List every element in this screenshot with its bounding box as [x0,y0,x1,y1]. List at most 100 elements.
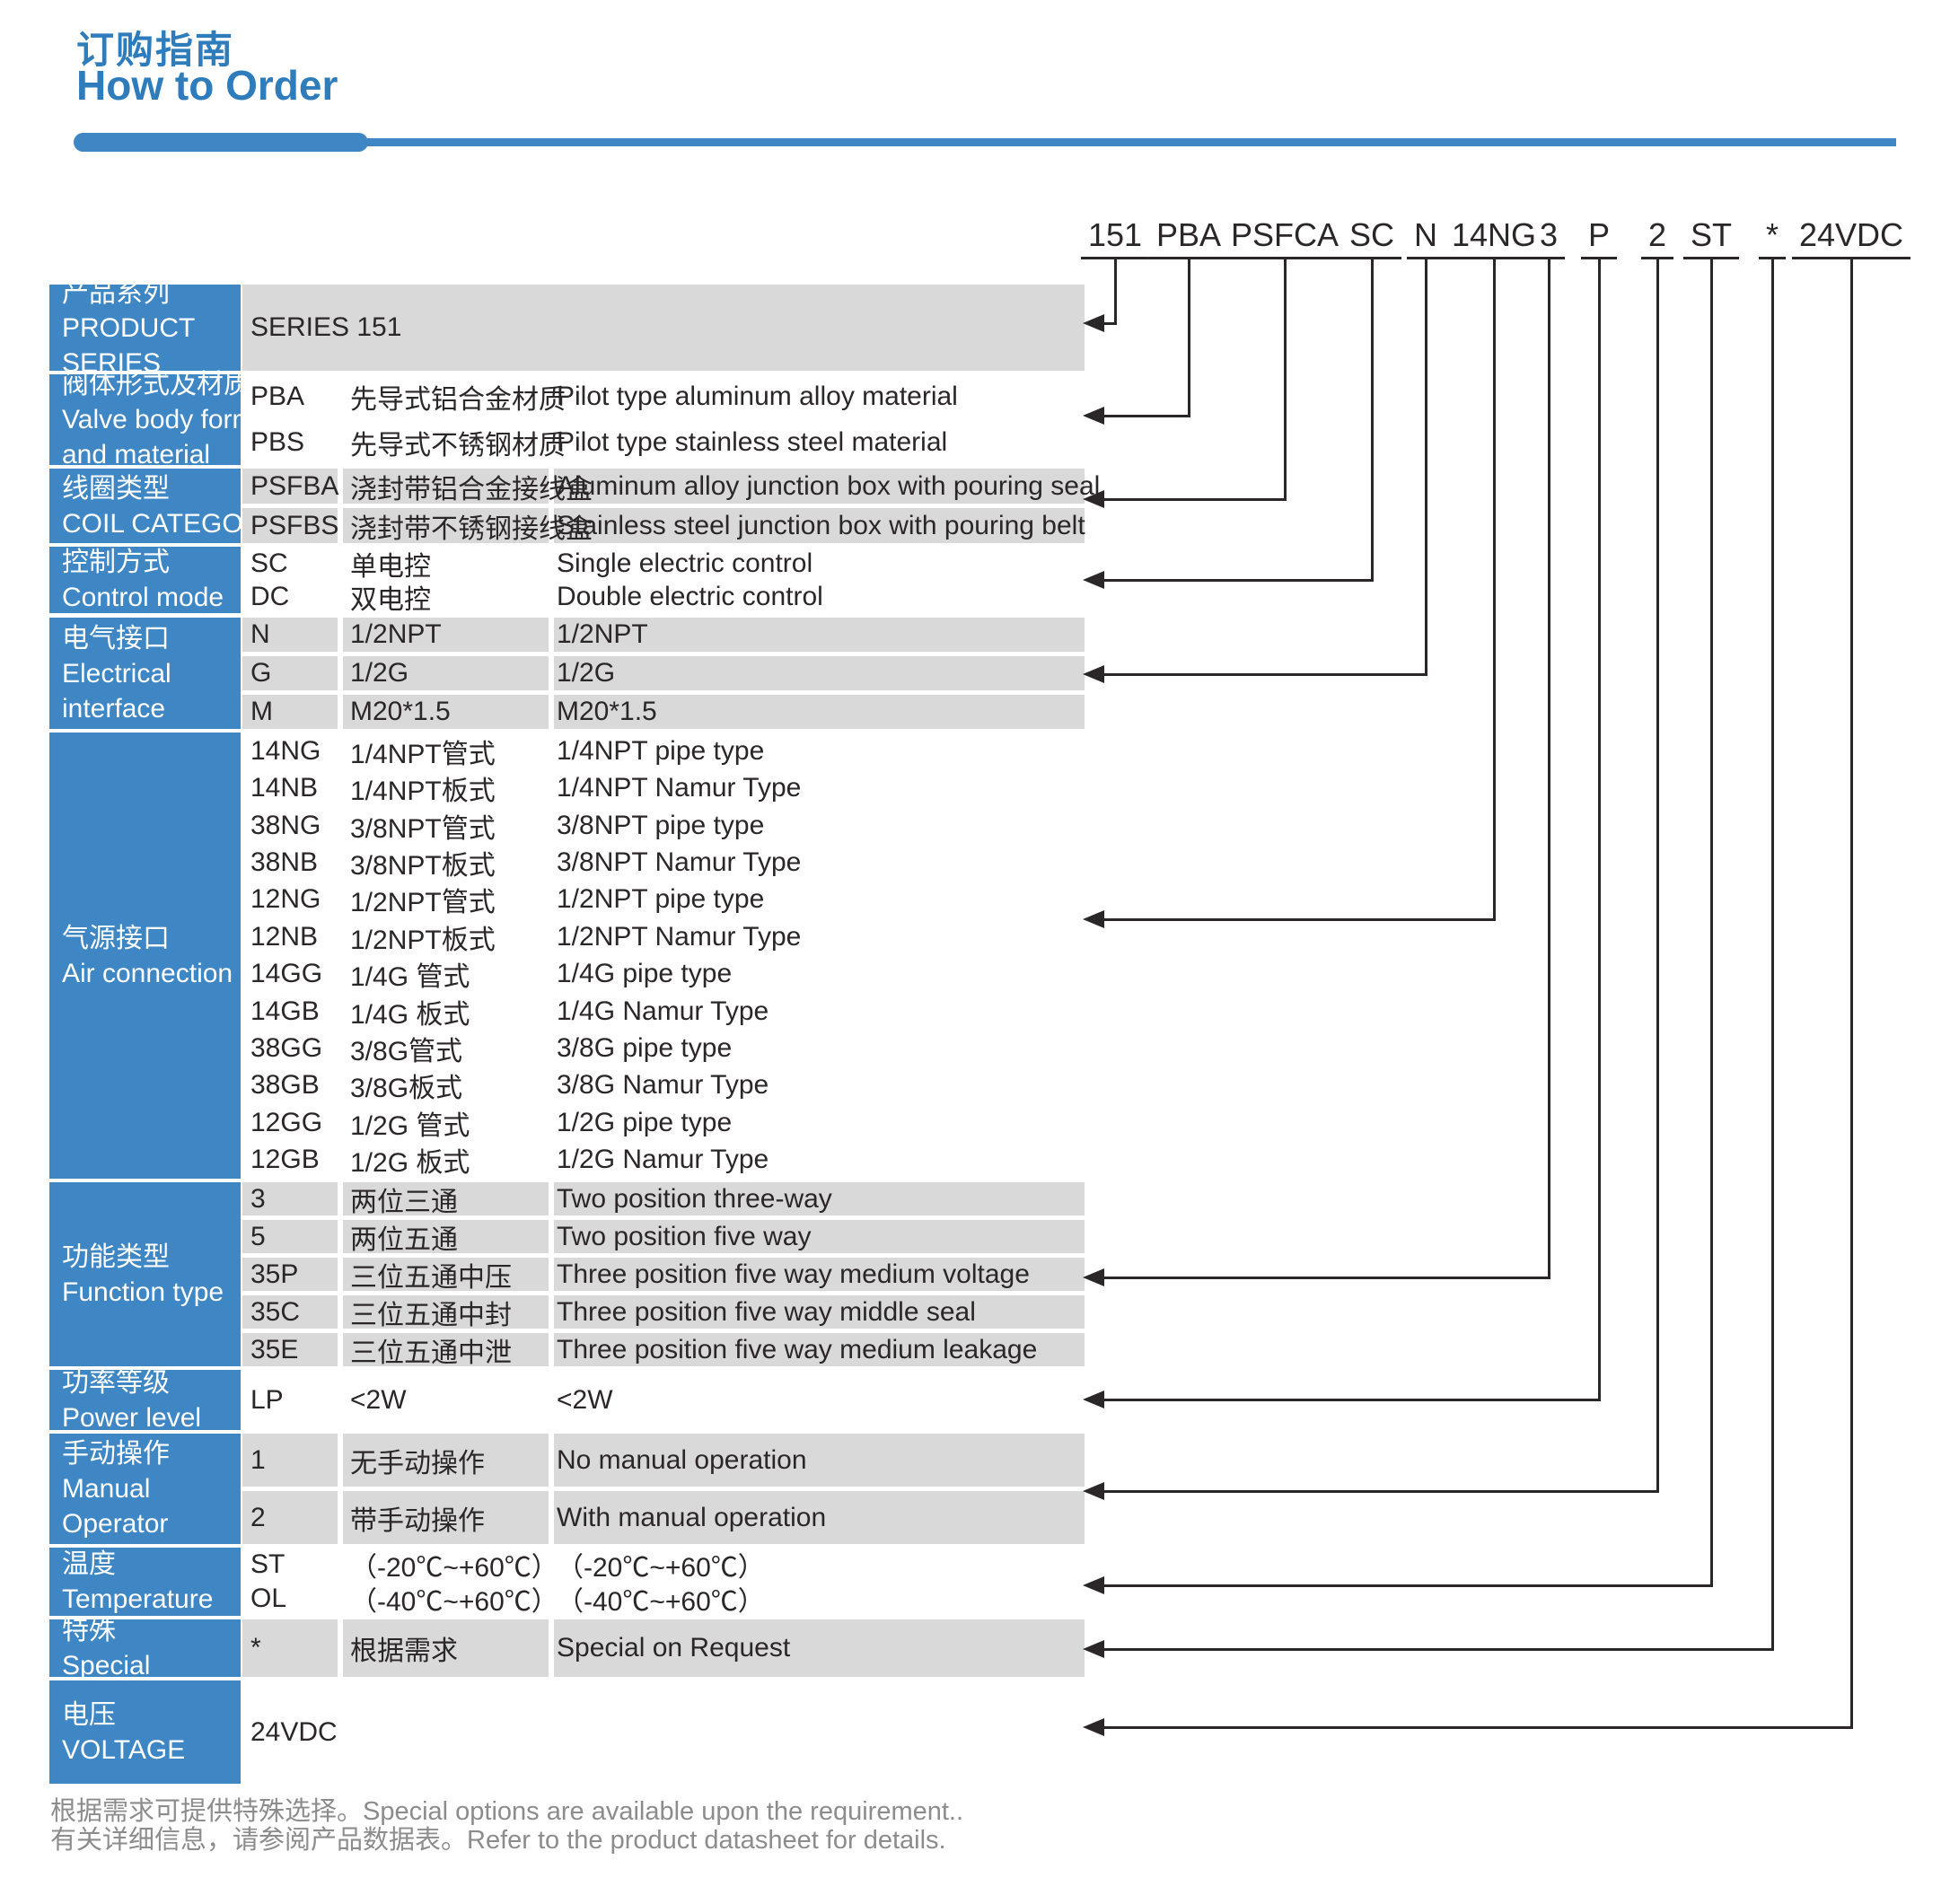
row-code: 12GB [250,1145,320,1175]
row-desc-en: 1/2NPT pipe type [557,884,765,915]
section-label-line: Air connection [62,958,233,988]
leader-line-horizontal [1101,1398,1599,1401]
row-bg [343,618,549,652]
row-desc-zh: 带手动操作 [350,1505,485,1536]
leader-line-vertical [1187,259,1190,417]
leader-line-vertical [1370,259,1374,582]
section-label-line: 温度 [62,1549,116,1579]
row-desc-zh: 1/2G 管式 [350,1110,470,1141]
header-underline-thin [357,138,1896,146]
leader-line-vertical [1283,259,1287,501]
row-code: 24VDC [250,1716,338,1747]
row-desc-en: Single electric control [557,548,813,578]
row-desc-zh: 浇封带铝合金接线盒 [350,474,593,505]
row-code: 12NG [250,884,321,915]
row-desc-zh: 3/8G板式 [350,1074,463,1104]
row-desc-zh: 3/8G管式 [350,1037,463,1067]
row-code: 14NB [250,773,319,803]
row-desc-zh: 1/2G 板式 [350,1148,470,1179]
row-desc-en: （-20℃~+60℃） [557,1553,765,1583]
row-bg [343,1220,549,1253]
order-code-part-manual_operator: 2 [1640,215,1674,259]
row-bg [242,656,338,690]
row-code: 35E [250,1334,299,1364]
row-desc-en: 1/4G Namur Type [557,996,769,1026]
row-bg [554,508,1085,543]
row-desc-en: Special on Request [557,1633,791,1663]
row-desc-en: Double electric control [557,581,823,611]
leader-line-vertical [1770,259,1774,1651]
section-label-line: 电气接口 [62,623,170,654]
row-desc-zh: （-40℃~+60℃） [350,1587,558,1617]
row-bg [242,618,338,652]
section-label-line: 功能类型 [62,1242,170,1272]
leader-arrow-icon [1083,1640,1104,1658]
row-bg [554,1333,1085,1366]
row-bg [343,1619,549,1677]
row-code: 38NB [250,847,319,877]
leader-arrow-icon [1083,490,1104,508]
row-desc-en: 3/8G pipe type [557,1033,733,1064]
leader-line-horizontal [1101,578,1372,582]
section-label-line: 功率等级 [62,1367,170,1398]
row-desc-en: 1/4NPT pipe type [557,735,765,766]
leader-line-vertical [1424,259,1427,676]
section-label-line: interface [62,693,166,724]
row-bg [554,695,1085,729]
row-code: 1 [250,1444,266,1475]
leader-arrow-icon [1083,1268,1104,1286]
row-code: PSFBS [250,510,339,540]
row-desc-zh: 无手动操作 [350,1448,485,1478]
row-desc-zh: M20*1.5 [350,697,451,726]
row-desc-zh: 3/8NPT管式 [350,813,496,844]
row-desc-zh: 1/2NPT管式 [350,888,496,918]
section-label-line: Special [62,1651,151,1680]
row-bg [554,1220,1085,1253]
row-desc-zh: 3/8NPT板式 [350,850,496,881]
leader-line-vertical [1113,259,1117,325]
row-desc-zh: （-20℃~+60℃） [350,1553,558,1583]
row-bg [554,656,1085,690]
row-bg [343,1295,549,1329]
row-bg [343,1491,549,1544]
row-desc-en: 1/2G Namur Type [557,1145,769,1175]
row-desc-zh: 双电控 [350,584,431,615]
row-desc-en: （-40℃~+60℃） [557,1587,765,1617]
row-bg [343,1182,549,1215]
row-desc-zh: 1/2NPT [350,619,442,649]
row-code: 3 [250,1183,266,1214]
order-code-part-power_level: P [1580,215,1618,259]
order-code-part-special: * [1758,215,1787,259]
row-desc-zh: 浇封带不锈钢接线盒 [350,513,593,544]
row-bg [554,1491,1085,1544]
row-bg [343,1434,549,1487]
row-desc-en: 1/2NPT [557,619,648,649]
section-label-line: COIL CATEGORY [62,508,280,539]
row-code: PBA [250,382,305,412]
row-code: 5 [250,1221,266,1251]
row-bg [242,469,338,504]
row-bg [554,1434,1085,1487]
row-bg [343,695,549,729]
leader-arrow-icon [1083,910,1104,928]
row-code: 14GG [250,959,323,989]
section-label-line: PRODUCT [62,312,196,343]
row-desc-zh: 先导式不锈钢材质 [350,430,566,461]
section-label-function_type: 功能类型 Function type [49,1182,241,1366]
section-label-line: Function type [62,1277,224,1307]
row-desc-en: 1/2G [557,658,616,688]
row-code: 38NG [250,810,321,840]
leader-line-horizontal [1101,917,1494,921]
row-bg [242,1295,338,1329]
row-bg [343,1333,549,1366]
row-desc-zh: 1/4G 管式 [350,962,470,993]
leader-line-horizontal [1101,1647,1772,1651]
row-desc-zh: 根据需求 [350,1636,458,1666]
row-bg [242,1434,338,1487]
header-underline-thick [74,133,368,152]
row-bg [242,1491,338,1544]
section-label-line: Valve body form [62,405,255,434]
order-code-part-product_series: 151 [1080,215,1150,259]
